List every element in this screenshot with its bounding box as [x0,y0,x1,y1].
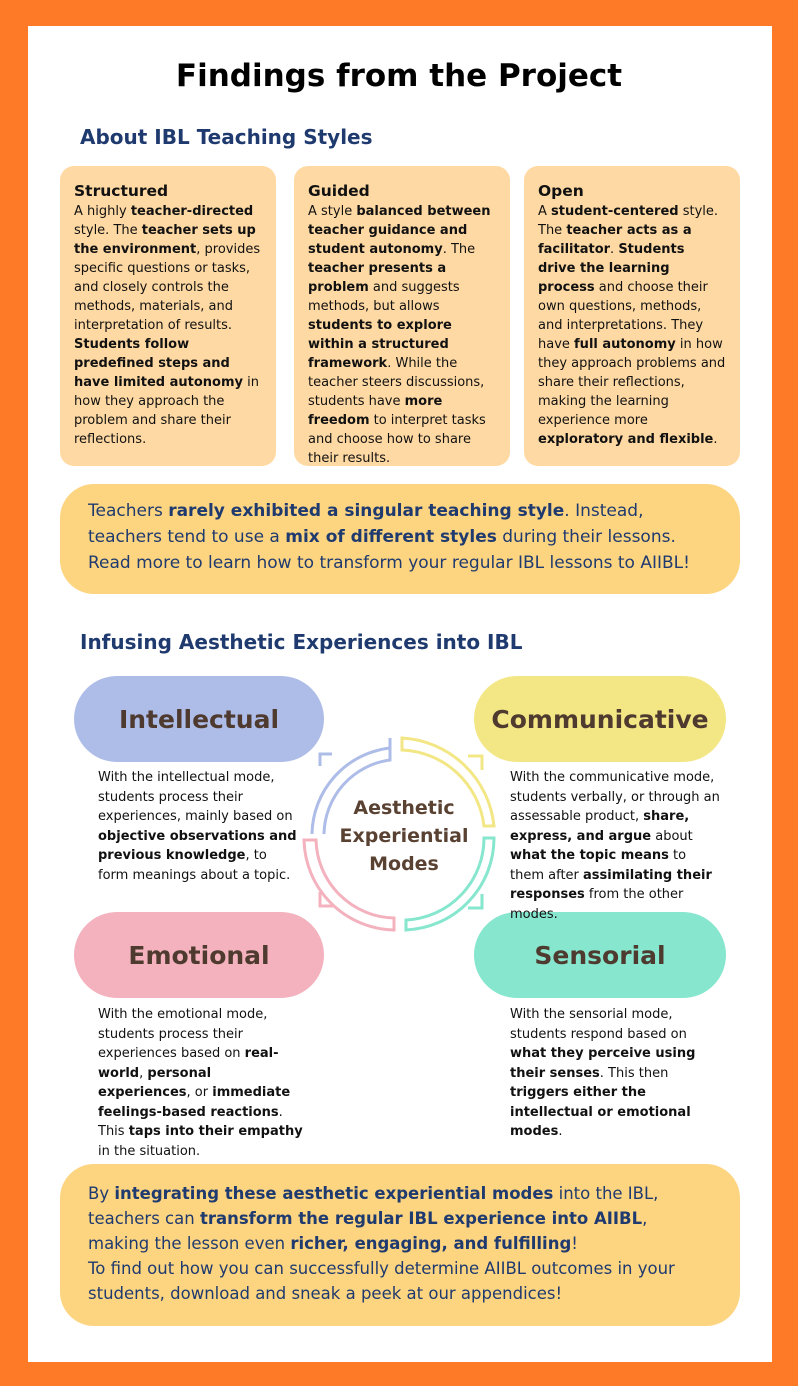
sensorial-arrowhead [468,894,484,910]
bold-text: teacher sets up the environment [74,223,256,257]
text: With the intellectual mode, students pro… [98,770,293,824]
bold-text: student-centered [551,204,679,219]
bold-text: assimilating their responses [510,867,712,903]
mode-pill-emotional: Emotional [74,912,324,998]
text: , [139,1065,148,1081]
bold-text: Students drive the learning process [538,242,685,295]
text: Read more to learn how to transform your… [88,553,690,573]
text: A highly [74,204,131,219]
bold-text: what the topic means [510,848,669,863]
mode-text-communicative: With the communicative mode, students ve… [510,768,720,924]
text: in how they approach problems and share … [538,337,726,428]
text: , provides specific questions or tasks, … [74,242,261,333]
mode-pill-intellectual: Intellectual [74,676,324,762]
text: To find out how you can successfully det… [88,1259,675,1303]
bold-text: personal experiences [98,1065,212,1101]
card-body: A style balanced between teacher guidanc… [308,202,496,468]
bold-text: teacher presents a problem [308,261,447,295]
text: during their lessons. [496,527,676,547]
text: . The [442,242,476,257]
communicative-arrowhead [468,754,484,770]
cycle-arrows-diagram [302,736,496,932]
card-structured: Structured A highly teacher-directed sty… [60,166,276,466]
text: . Instead, teachers tend to use a [88,501,644,547]
intellectual-arrowhead [318,752,332,766]
bold-text: integrating these aesthetic experiential… [114,1184,554,1203]
text: ! [571,1234,578,1253]
card-open: Open A student-centered style. The teach… [524,166,740,466]
section-heading-teaching-styles: About IBL Teaching Styles [80,125,373,149]
page-title: Findings from the Project [175,58,623,94]
mode-text-sensorial: With the sensorial mode, students respon… [510,1005,705,1142]
intellectual-cycle-arrow [310,738,392,835]
bold-text: more freedom [308,394,443,428]
callout-aiibl: By integrating these aesthetic experient… [60,1164,740,1326]
mode-pill-communicative: Communicative [474,676,726,762]
text: and suggests methods, but allows [308,280,460,314]
text: in how they approach the problem and sha… [74,375,259,447]
bold-text: triggers either the intellectual or emot… [510,1085,691,1139]
text: . This [98,1104,283,1140]
text: style. The [538,204,719,238]
text: into the IBL, teachers can [88,1184,659,1228]
bold-text: immediate feelings-based reactions [98,1085,291,1120]
card-title: Guided [308,182,370,200]
text: , making the lesson even [88,1209,648,1253]
text: . [610,242,619,257]
center-label: Aesthetic Experiential Modes [339,797,469,875]
emotional-arrowhead [318,892,334,908]
bold-text: what they perceive using their senses [510,1046,696,1081]
bold-text: transform the regular IBL experience int… [199,1209,643,1228]
mode-text-intellectual: With the intellectual mode, students pro… [98,768,298,885]
bold-text: share, express, and argue [510,809,690,844]
bold-text: balanced between teacher guidance and st… [308,204,491,257]
bold-text: students to explore within a structured … [308,318,452,371]
bold-text: mix of different styles [285,527,497,547]
bold-text: teacher-directed [130,204,254,219]
callout-mixed-styles: Teachers rarely exhibited a singular tea… [60,484,740,594]
card-title: Structured [74,182,169,200]
card-title: Open [538,182,584,200]
section-heading-aesthetic: Infusing Aesthetic Experiences into IBL [80,630,523,654]
text: Teachers [88,501,169,521]
text: With the sensorial mode, students respon… [510,1007,687,1042]
text: By [88,1184,115,1203]
bold-text: richer, engaging, and fulfilling [290,1234,572,1253]
text: A style [308,204,357,219]
text: style. The [74,223,142,238]
card-guided: Guided A style balanced between teacher … [294,166,510,466]
card-body: A highly teacher-directed style. The tea… [74,202,262,449]
bold-text: rarely exhibited a singular teaching sty… [168,501,565,521]
bold-text: teacher acts as a facilitator [538,223,692,257]
text: in the situation. [98,1143,201,1159]
mode-text-emotional: With the emotional mode, students proces… [98,1005,308,1161]
card-body: A student-centered style. The teacher ac… [538,202,726,449]
text: . [713,432,718,447]
text: With the emotional mode, students proces… [98,1007,268,1061]
text: from the other modes. [510,887,684,922]
bold-text: taps into their empathy [128,1124,303,1139]
mode-pill-sensorial: Sensorial [474,912,726,998]
text: to them after [510,848,687,883]
bold-text: real-world [98,1046,279,1081]
text: and choose their own questions, methods,… [538,280,708,352]
communicative-cycle-arrow [400,736,496,828]
text: . While the teacher steers discussions, … [308,356,485,409]
text: . [558,1124,563,1139]
bold-text: objective observations and previous know… [98,828,297,864]
text: about [651,828,693,844]
text: A [538,204,552,219]
text: . This then [599,1065,669,1081]
sensorial-cycle-arrow [404,836,496,932]
bold-text: full autonomy [574,337,676,352]
bold-text: exploratory and flexible [538,432,714,447]
text: , or [186,1085,213,1100]
text: , to form meanings about a topic. [98,848,291,883]
emotional-cycle-arrow [302,838,396,932]
text: With the communicative mode, students ve… [510,770,720,824]
text: to interpret tasks and choose how to sha… [308,413,486,466]
bold-text: Students follow predefined steps and hav… [74,337,243,390]
